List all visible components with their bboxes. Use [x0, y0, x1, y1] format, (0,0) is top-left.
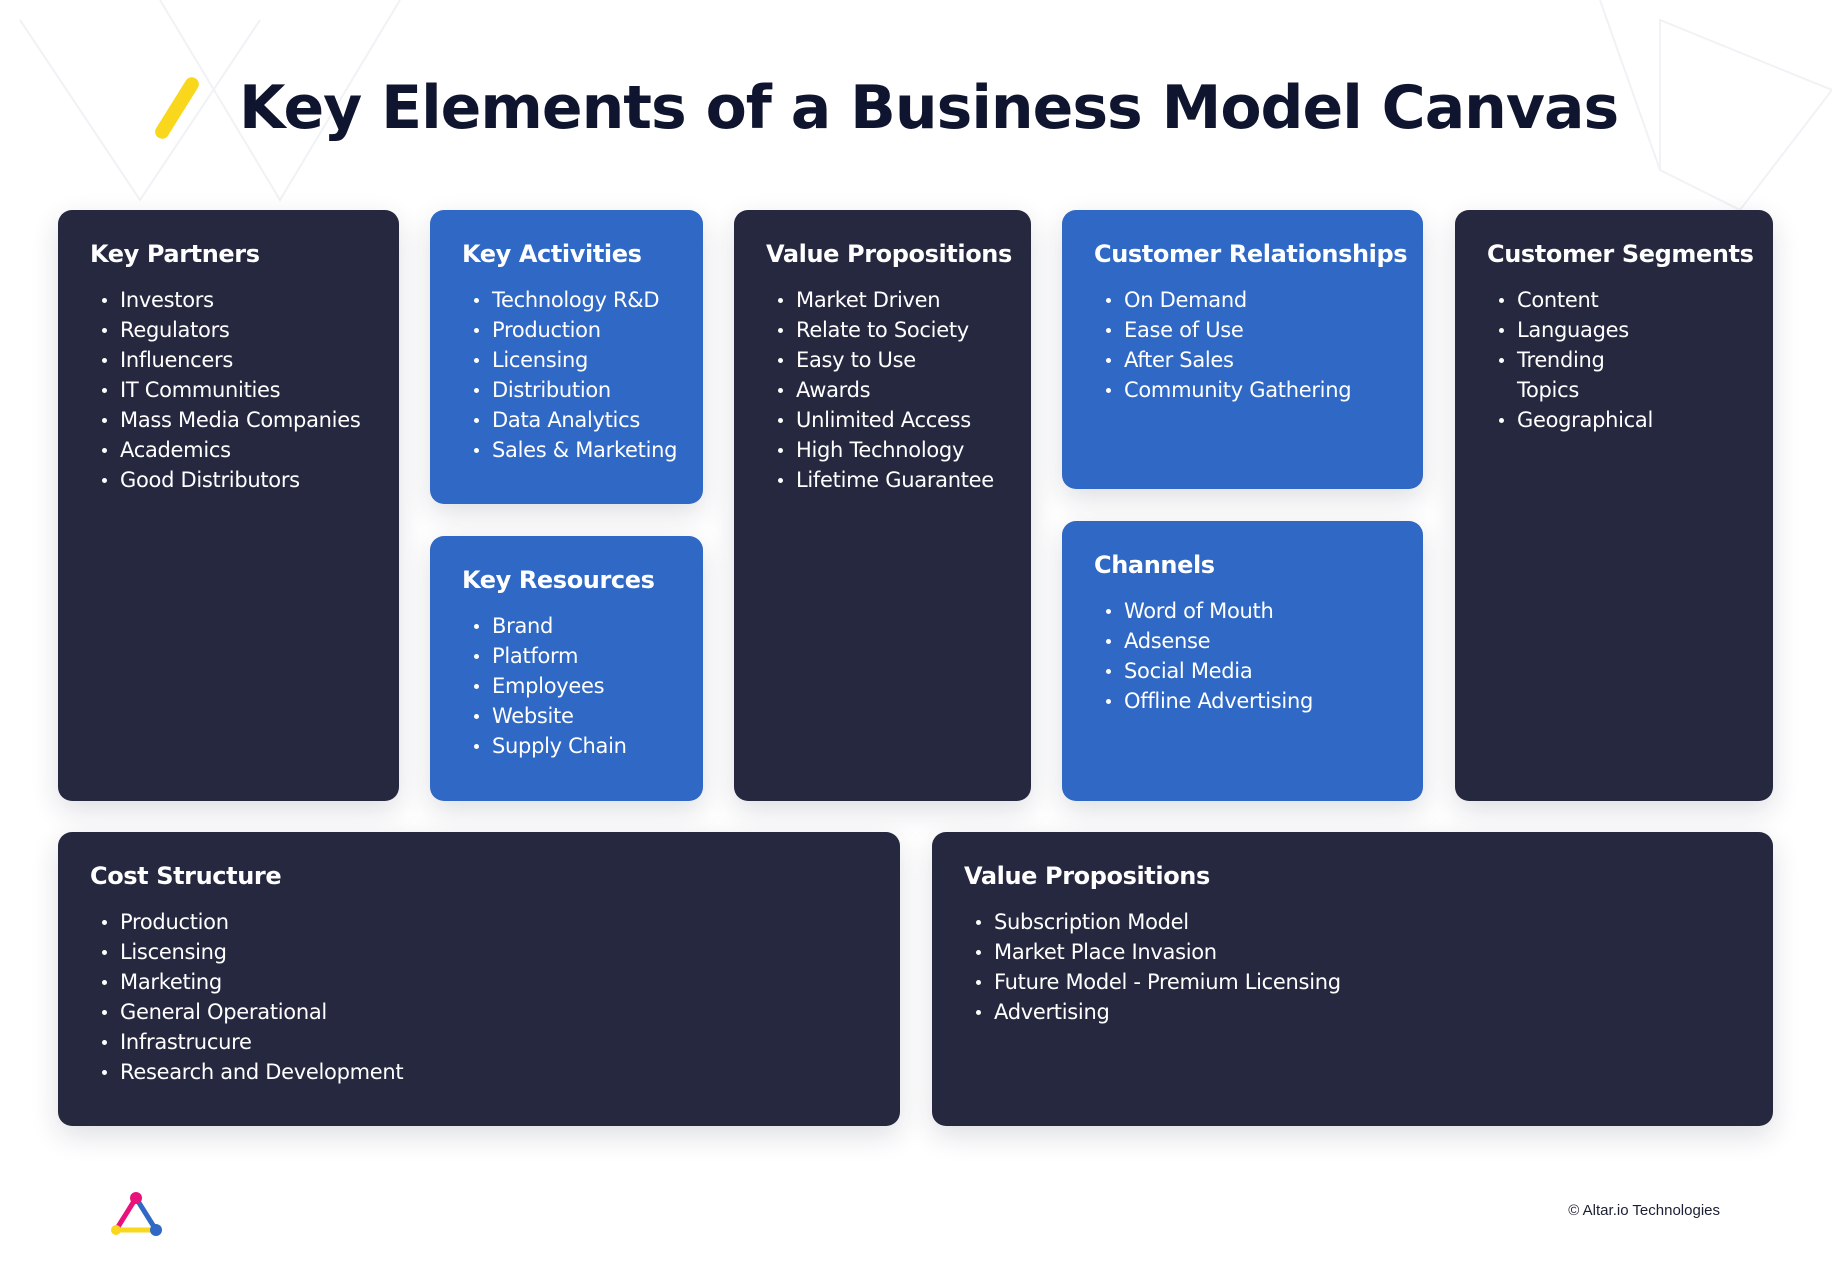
list-item: General Operational	[102, 997, 900, 1027]
list-item: Research and Development	[102, 1057, 900, 1087]
list-item: Languages	[1499, 315, 1773, 345]
list-channels: Word of Mouth Adsense Social Media Offli…	[1094, 596, 1423, 716]
list-cost-structure: Production Liscensing Marketing General …	[90, 907, 900, 1087]
card-title-key-activities: Key Activities	[462, 240, 642, 268]
list-item: Word of Mouth	[1106, 596, 1423, 626]
copyright-text: © Altar.io Technologies	[1568, 1202, 1720, 1219]
list-item: Brand	[474, 611, 703, 641]
list-item: Technology R&D	[474, 285, 703, 315]
list-item: Infrastrucure	[102, 1027, 900, 1057]
list-item: Easy to Use	[778, 345, 1031, 375]
list-key-partners: Investors Regulators Influencers IT Comm…	[90, 285, 399, 495]
card-title-key-partners: Key Partners	[90, 240, 260, 268]
list-item: Social Media	[1106, 656, 1423, 686]
list-item: Adsense	[1106, 626, 1423, 656]
list-item: IT Communities	[102, 375, 399, 405]
list-item: Supply Chain	[474, 731, 703, 761]
list-item: Regulators	[102, 315, 399, 345]
list-item: Sales & Marketing	[474, 435, 703, 465]
list-key-activities: Technology R&D Production Licensing Dist…	[462, 285, 703, 465]
list-item: Influencers	[102, 345, 399, 375]
card-value-propositions: Value Propositions Market Driven Relate …	[734, 210, 1031, 801]
list-revenue-streams: Subscription Model Market Place Invasion…	[964, 907, 1773, 1027]
card-title-revenue-streams: Value Propositions	[964, 862, 1210, 890]
card-revenue-streams: Value Propositions Subscription Model Ma…	[932, 832, 1773, 1126]
list-item: Good Distributors	[102, 465, 399, 495]
list-key-resources: Brand Platform Employees Website Supply …	[462, 611, 703, 761]
card-title-channels: Channels	[1094, 551, 1215, 579]
list-item: Production	[474, 315, 703, 345]
list-item: Licensing	[474, 345, 703, 375]
list-item: Trending Topics	[1499, 345, 1773, 405]
card-customer-segments: Customer Segments Content Languages Tren…	[1455, 210, 1773, 801]
list-item: After Sales	[1106, 345, 1423, 375]
card-title-cost-structure: Cost Structure	[90, 862, 282, 890]
list-item: Geographical	[1499, 405, 1773, 435]
card-title-value-propositions: Value Propositions	[766, 240, 1012, 268]
list-item: Market Place Invasion	[976, 937, 1773, 967]
list-item: Academics	[102, 435, 399, 465]
card-key-activities: Key Activities Technology R&D Production…	[430, 210, 703, 504]
list-item: On Demand	[1106, 285, 1423, 315]
page-title: Key Elements of a Business Model Canvas	[239, 73, 1619, 143]
list-item: Platform	[474, 641, 703, 671]
list-item: Distribution	[474, 375, 703, 405]
card-key-resources: Key Resources Brand Platform Employees W…	[430, 536, 703, 801]
list-item: Relate to Society	[778, 315, 1031, 345]
list-item: Investors	[102, 285, 399, 315]
list-item: Content	[1499, 285, 1773, 315]
list-customer-segments: Content Languages Trending Topics Geogra…	[1487, 285, 1773, 435]
card-title-customer-segments: Customer Segments	[1487, 240, 1754, 268]
card-channels: Channels Word of Mouth Adsense Social Me…	[1062, 521, 1423, 801]
altar-triangle-logo-icon	[111, 1192, 162, 1236]
list-item: Employees	[474, 671, 703, 701]
list-value-propositions: Market Driven Relate to Society Easy to …	[766, 285, 1031, 495]
list-item: Market Driven	[778, 285, 1031, 315]
card-customer-relationships: Customer Relationships On Demand Ease of…	[1062, 210, 1423, 489]
list-customer-relationships: On Demand Ease of Use After Sales Commun…	[1094, 285, 1423, 405]
card-cost-structure: Cost Structure Production Liscensing Mar…	[58, 832, 900, 1126]
card-title-key-resources: Key Resources	[462, 566, 655, 594]
card-key-partners: Key Partners Investors Regulators Influe…	[58, 210, 399, 801]
list-item: Awards	[778, 375, 1031, 405]
card-title-customer-relationships: Customer Relationships	[1094, 240, 1408, 268]
list-item: Future Model - Premium Licensing	[976, 967, 1773, 997]
title-area: Key Elements of a Business Model Canvas	[152, 58, 1619, 158]
list-item: High Technology	[778, 435, 1031, 465]
list-item: Website	[474, 701, 703, 731]
list-item: Unlimited Access	[778, 405, 1031, 435]
list-item: Data Analytics	[474, 405, 703, 435]
list-item: Community Gathering	[1106, 375, 1423, 405]
list-item: Ease of Use	[1106, 315, 1423, 345]
list-item: Production	[102, 907, 900, 937]
list-item: Lifetime Guarantee	[778, 465, 1031, 495]
list-item: Subscription Model	[976, 907, 1773, 937]
list-item: Advertising	[976, 997, 1773, 1027]
list-item: Marketing	[102, 967, 900, 997]
list-item: Offline Advertising	[1106, 686, 1423, 716]
list-item: Mass Media Companies	[102, 405, 399, 435]
list-item: Liscensing	[102, 937, 900, 967]
